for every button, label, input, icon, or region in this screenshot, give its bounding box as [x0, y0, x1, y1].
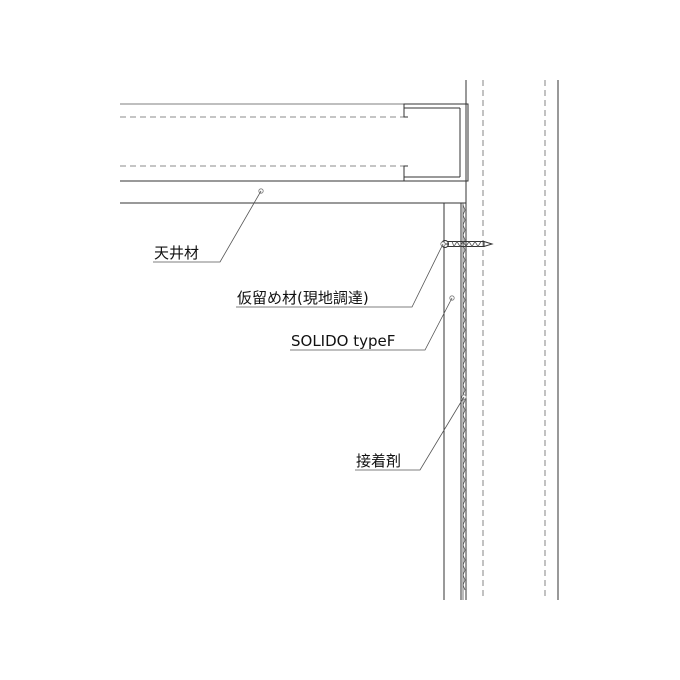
- solido-panel: [443, 203, 462, 600]
- label-product: SOLIDO typeF: [291, 332, 395, 350]
- wall-lines: [465, 80, 559, 600]
- ceiling-board: [120, 180, 466, 204]
- leader-product: [290, 295, 455, 351]
- leader-ceiling: [153, 188, 264, 263]
- label-temp-fixing: 仮留め材(現地調達): [237, 289, 369, 307]
- label-adhesive: 接着剤: [356, 452, 401, 470]
- ceiling-channel: [120, 103, 469, 182]
- label-ceiling: 天井材: [154, 244, 199, 262]
- leader-temp-fixing: [236, 241, 446, 308]
- adhesive-layer: [462, 203, 466, 600]
- temp-fixing-screw-icon: [441, 240, 494, 248]
- leader-adhesive: [355, 394, 467, 471]
